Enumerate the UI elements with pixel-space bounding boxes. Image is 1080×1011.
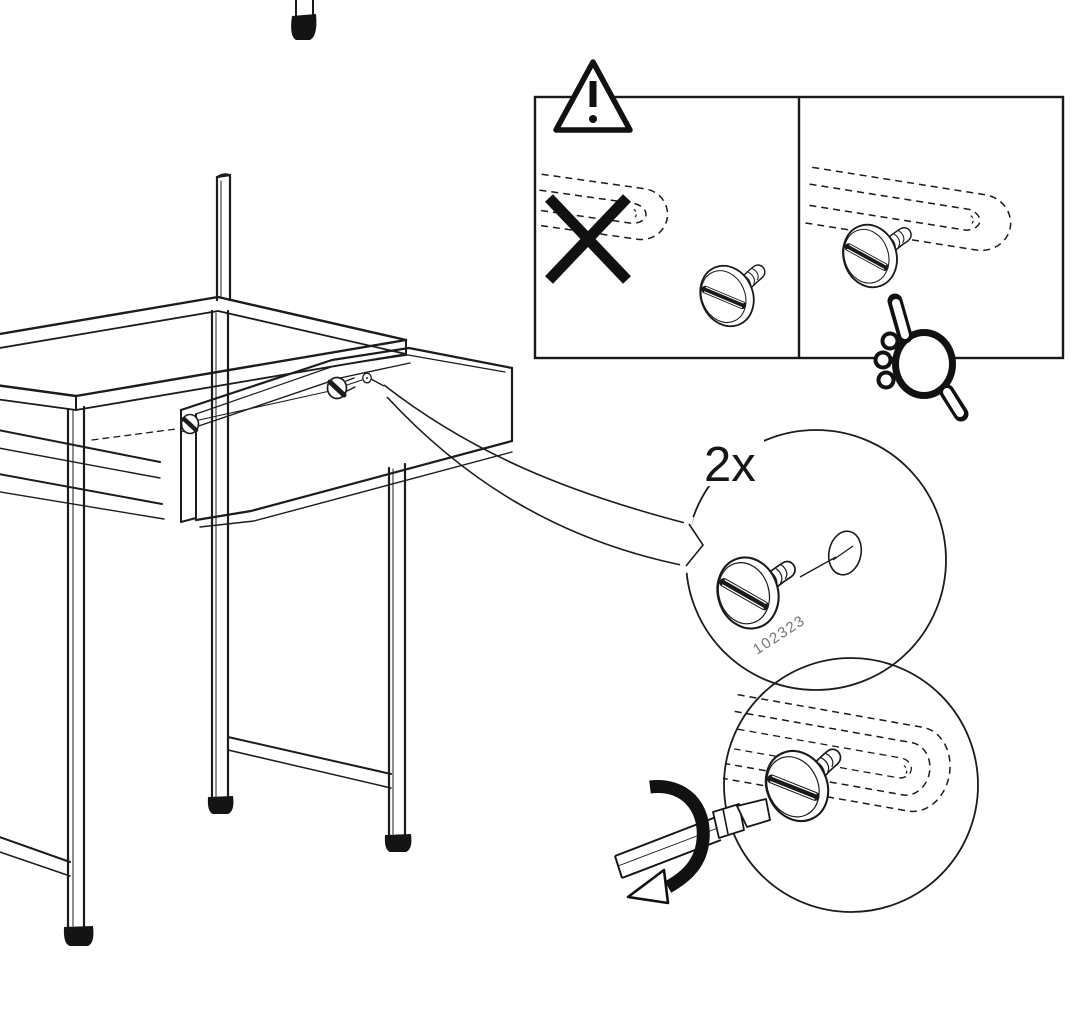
insert-guide-line	[799, 556, 837, 578]
drawer-screw-icon	[326, 376, 356, 400]
frame-rails	[0, 429, 165, 520]
desk-leg-back-left	[207, 309, 234, 814]
desk-back-post	[215, 173, 232, 302]
callout-band	[370, 378, 690, 567]
cropped-leg-foot	[291, 0, 317, 40]
correct-method-cell	[803, 166, 1012, 422]
screw-detail-circle: 2x 102323	[679, 429, 947, 691]
pilot-hole	[362, 372, 372, 384]
dashed-slot-rail	[722, 693, 951, 813]
drawer-screw-icon	[180, 413, 200, 435]
desk-leg-front-left	[63, 405, 94, 946]
dashed-slot-rail	[803, 166, 1012, 252]
x-mark-icon	[545, 194, 631, 284]
warning-panel	[533, 59, 1065, 422]
desk-leg-right	[384, 462, 412, 852]
leg-stretchers	[0, 736, 392, 877]
screw-icon	[755, 731, 860, 831]
rotation-arrow-icon	[626, 780, 710, 905]
wrong-method-cell	[534, 173, 781, 335]
open-drawer	[91, 346, 514, 528]
desk-illustration	[0, 0, 514, 946]
keyhole-icon	[827, 530, 863, 576]
quantity-label: 2x	[704, 438, 756, 492]
pointing-hand-icon	[873, 293, 969, 422]
screwdriver-detail-circle	[614, 657, 979, 913]
warning-triangle-icon	[553, 59, 633, 133]
